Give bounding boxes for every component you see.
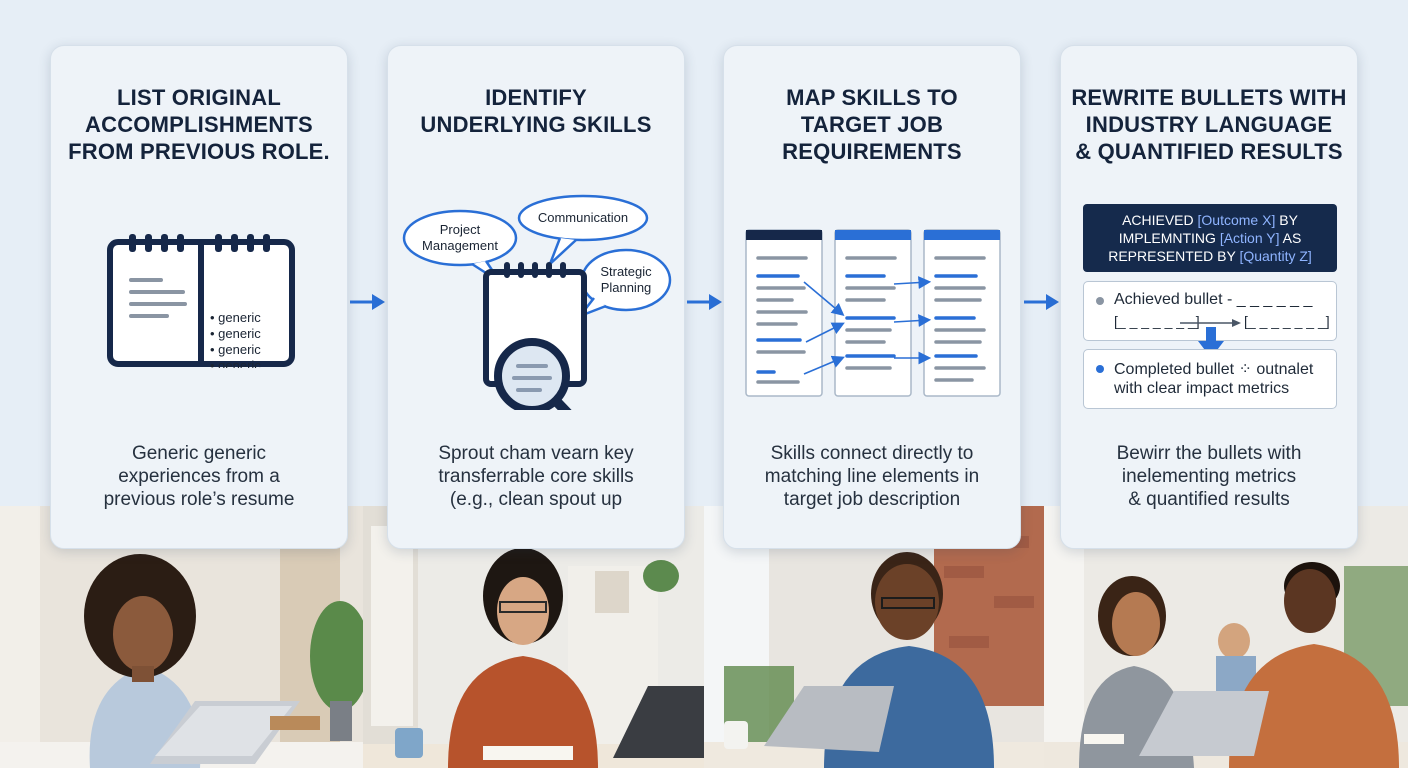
step-2-title-line: UNDERLYING SKILLS <box>420 112 652 137</box>
step-4-title-line: INDUSTRY LANGUAGE <box>1085 112 1333 137</box>
bubble-strategic-line: Planning <box>601 280 652 295</box>
formula-text: AS <box>1279 230 1302 246</box>
step-card-2: IDENTIFY UNDERLYING SKILLS Project Manag… <box>387 45 685 549</box>
bullet-dot <box>1096 297 1104 305</box>
step-3-title: MAP SKILLS TO TARGET JOB REQUIREMENTS <box>734 84 1010 165</box>
photo-two-people-4 <box>1044 506 1408 768</box>
notebook-item: • generic <box>210 358 261 368</box>
step-1-desc-line: experiences from a <box>118 466 280 487</box>
arrow-right-icon <box>350 294 385 310</box>
formula-placeholder: [Action Y] <box>1219 230 1280 246</box>
step-2-title-line: IDENTIFY <box>485 85 587 110</box>
skills-illustration: Project Management Communication Strateg… <box>402 194 672 410</box>
step-1-description: Generic generic experiences from a previ… <box>69 442 329 511</box>
step-2-desc-line: transferrable core skills <box>438 466 634 487</box>
bullet-formula-box: ACHIEVED [Outcome X] BY IMPLEMNTING [Act… <box>1083 204 1337 272</box>
bullet-dot <box>1096 365 1104 373</box>
step-2-title: IDENTIFY UNDERLYING SKILLS <box>398 84 674 138</box>
after-bullet-line: with clear impact metrics <box>1114 380 1290 397</box>
step-3-description: Skills connect directly to matching line… <box>742 442 1002 511</box>
formula-text: BY <box>1275 212 1298 228</box>
step-4-desc-line: inelementing metrics <box>1121 466 1297 487</box>
notebook-icon: • generic • generic • generic • generic … <box>107 234 295 368</box>
photo-woman-writing-2 <box>363 506 704 768</box>
step-3-desc-line: matching line elements in <box>764 466 980 487</box>
step-card-4: REWRITE BULLETS WITH INDUSTRY LANGUAGE &… <box>1060 45 1358 549</box>
notebook-item: • generic <box>210 310 261 325</box>
step-3-desc-line: Skills connect directly to <box>770 443 974 464</box>
step-3-title-line: TARGET JOB <box>800 112 944 137</box>
arrow-right-icon <box>1180 319 1241 327</box>
photo-strip <box>0 506 1408 768</box>
step-1-title: LIST ORIGINAL ACCOMPLISHMENTS FROM PREVI… <box>61 84 337 165</box>
step-1-title-line: ACCOMPLISHMENTS <box>85 112 313 137</box>
after-bullet-line: Completed bullet ⁘ outnalet <box>1114 361 1314 378</box>
step-4-desc-line: & quantified results <box>1128 489 1290 510</box>
before-bullet-line: Achieved bullet - _ _ _ _ _ _ <box>1114 291 1313 308</box>
photo-woman-laptop-1 <box>0 506 363 768</box>
step-1-desc-line: previous role’s resume <box>103 489 295 510</box>
step-4-title-line: & QUANTIFIED RESULTS <box>1075 139 1343 164</box>
step-2-desc-line: Sprout cham vearn key <box>438 443 634 464</box>
before-bullet-bracket: [_ _ _ _ _ _ _] <box>1114 313 1200 329</box>
step-card-1: LIST ORIGINAL ACCOMPLISHMENTS FROM PREVI… <box>50 45 348 549</box>
arrow-right-icon <box>687 294 722 310</box>
formula-placeholder: [Outcome X] <box>1197 212 1276 228</box>
formula-text: IMPLEMNTING <box>1118 230 1220 246</box>
bubble-strategic-line: Strategic <box>600 264 652 279</box>
step-4-desc-line: Bewirr the bullets with <box>1116 443 1302 464</box>
formula-placeholder: [Quantity Z] <box>1239 248 1312 264</box>
notebook-item: • generic <box>210 342 261 357</box>
bubble-project-line: Management <box>422 238 498 253</box>
step-3-desc-line: target job description <box>783 489 961 510</box>
step-1-title-line: FROM PREVIOUS ROLE. <box>68 139 330 164</box>
step-3-title-line: REQUIREMENTS <box>782 139 962 164</box>
step-4-title: REWRITE BULLETS WITH INDUSTRY LANGUAGE &… <box>1067 84 1351 165</box>
photo-man-laptop-3 <box>704 506 1044 768</box>
before-bullet-bracket: [_ _ _ _ _ _ _] <box>1244 313 1330 329</box>
notebook-item: • generic <box>210 326 261 341</box>
step-3-title-line: MAP SKILLS TO <box>786 85 958 110</box>
magnifier-icon <box>483 262 587 410</box>
step-4-description: Bewirr the bullets with inelementing met… <box>1079 442 1339 511</box>
step-1-desc-line: Generic generic <box>131 443 267 464</box>
step-2-description: Sprout cham vearn key transferrable core… <box>406 442 666 511</box>
bubble-project-line: Project <box>440 222 481 237</box>
arrow-right-icon <box>1024 294 1059 310</box>
document-columns-icon <box>745 229 1001 397</box>
after-bullet-box: Completed bullet ⁘ outnalet with clear i… <box>1083 349 1337 409</box>
step-4-title-line: REWRITE BULLETS WITH <box>1071 85 1347 110</box>
step-2-desc-line: (e.g., clean spout up <box>449 489 623 510</box>
formula-text: ACHIEVED <box>1122 212 1198 228</box>
step-card-3: MAP SKILLS TO TARGET JOB REQUIREMENTS <box>723 45 1021 549</box>
formula-text: REPRESENTED BY <box>1108 248 1240 264</box>
step-1-title-line: LIST ORIGINAL <box>117 85 281 110</box>
bubble-communication: Communication <box>538 210 628 225</box>
